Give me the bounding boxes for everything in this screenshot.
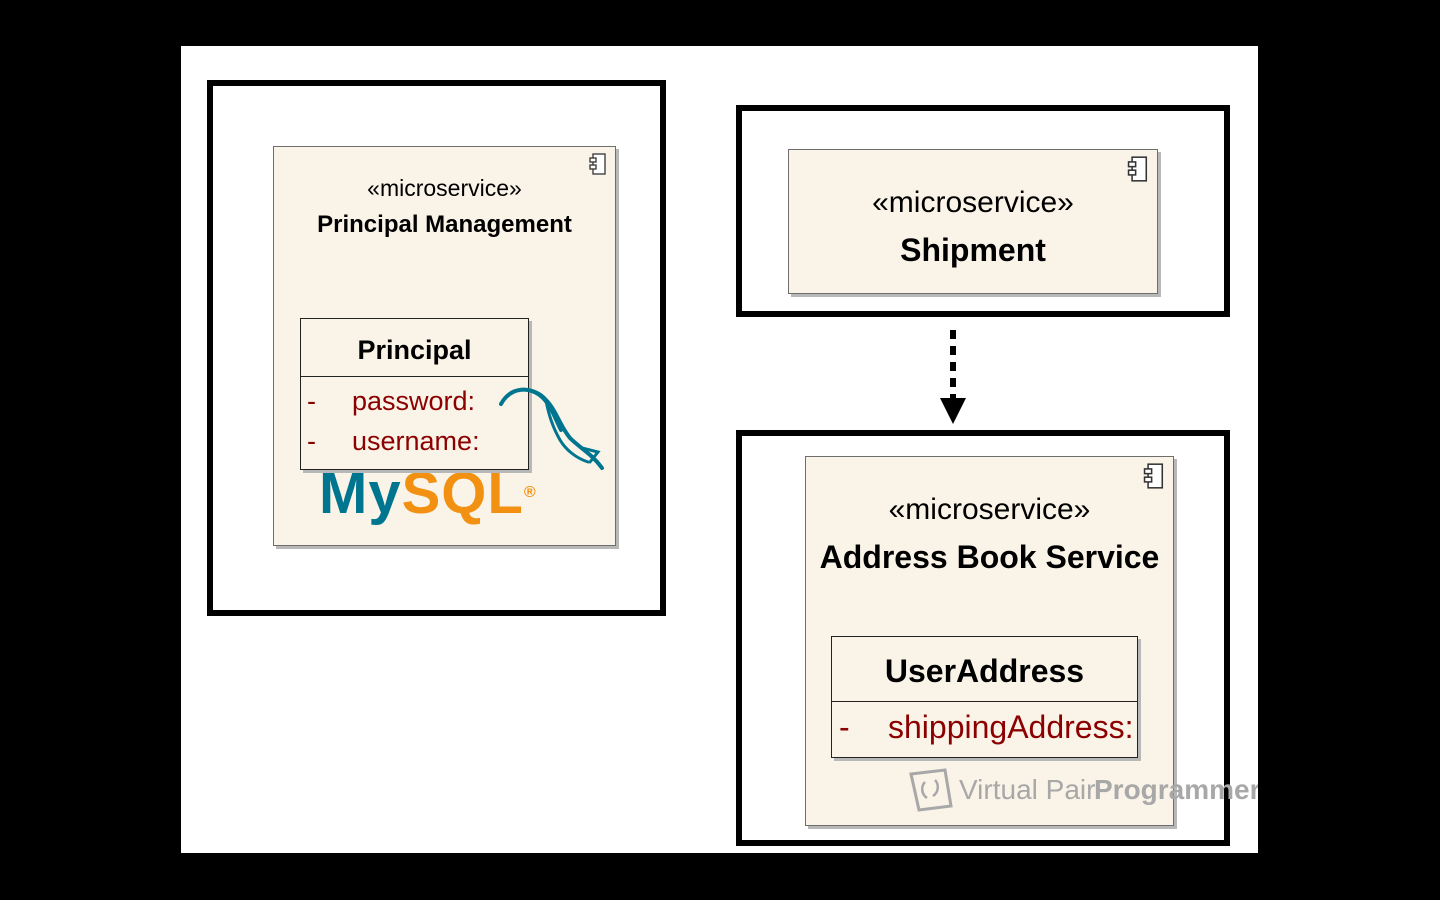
mysql-dolphin-overlay [499,387,563,432]
dependency-arrow [940,330,966,424]
slide: «microservice» Principal Management MySQ… [181,46,1258,853]
stereotype-label: «microservice» [872,186,1074,219]
component-name: Principal Management [317,211,572,238]
vpp-logo-icon [909,768,953,812]
component-icon [1143,463,1164,489]
watermark-bold: Programmers [1094,774,1258,805]
attribute-visibility: - [307,426,316,456]
class-name: UserAddress [832,637,1137,702]
attribute-name: username: [352,426,480,456]
attribute-row[interactable]: - username: [307,426,507,458]
stereotype-label: «microservice» [888,493,1091,526]
principal-class[interactable]: Principal [300,318,529,470]
attribute-visibility: - [839,709,850,745]
attribute-row[interactable]: - password: [307,386,507,418]
attribute-name: shippingAddress: [888,709,1134,745]
mysql-logo-sql: SQL [401,461,524,526]
stereotype-label: «microservice» [367,175,522,201]
attribute-visibility: - [307,386,316,416]
attribute-name: password: [352,386,476,416]
class-name: Principal [301,319,528,377]
watermark-light: Virtual Pair [959,774,1096,805]
mysql-logo: MySQL® [319,460,537,527]
attribute-row[interactable]: - shippingAddress: [839,709,1133,747]
user-address-class[interactable]: UserAddress - shippingAddress: [831,636,1138,758]
mysql-logo-my: My [319,461,402,526]
mysql-logo-registered: ® [523,484,537,501]
component-icon [589,153,606,175]
component-name: Address Book Service [819,539,1160,575]
shipment-component[interactable]: «microservice» Shipment [788,149,1158,294]
component-icon [1127,156,1148,182]
component-name: Shipment [900,232,1046,268]
